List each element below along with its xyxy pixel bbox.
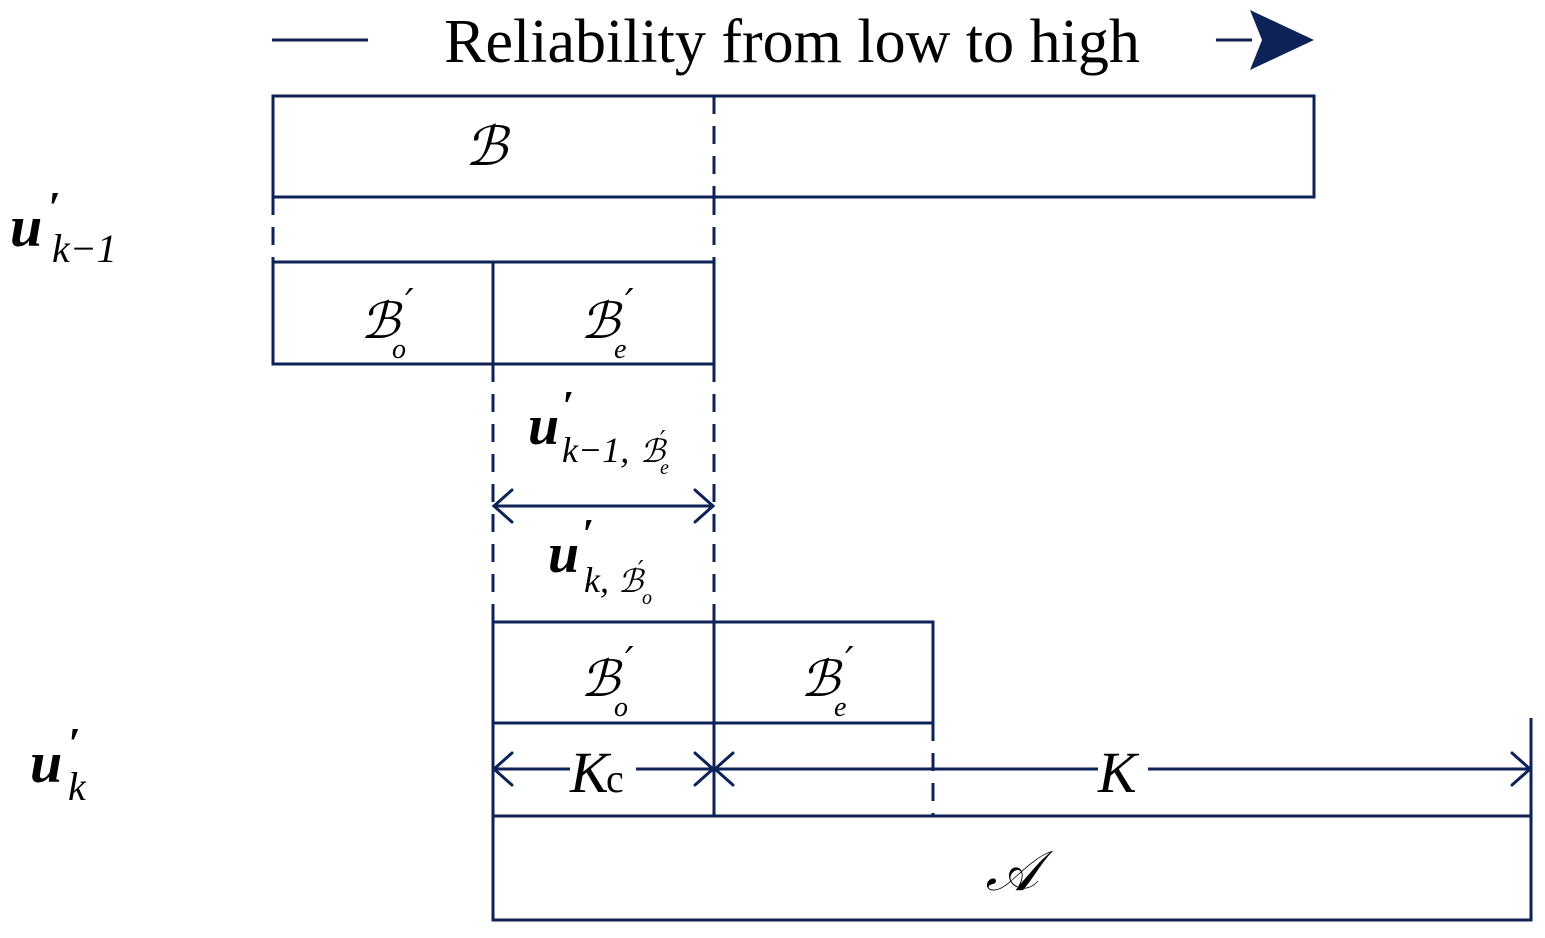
b-prime-e-lower-prime: ′ xyxy=(845,639,854,683)
b-set-label: ℬ xyxy=(465,115,511,178)
u-prev-be-subset-sub: e xyxy=(660,457,669,479)
b-prime-e-upper-prime: ′ xyxy=(625,281,634,325)
u-cur-bo-sub: k, xyxy=(584,560,609,600)
u-prev-prime: ′ xyxy=(48,183,60,232)
shared-bits-arrow-right-head xyxy=(693,488,716,524)
title-arrow-head xyxy=(1250,10,1314,70)
b-prime-upper-box: ℬ ′ o ℬ ′ e xyxy=(271,260,716,366)
kc-arrow-left-head xyxy=(491,751,514,787)
b-prime-o-lower-main: ℬ xyxy=(580,650,623,708)
u-prev-label: u ′ k−1 xyxy=(10,183,117,271)
a-set-label: 𝒜 xyxy=(986,839,1054,904)
u-cur-main: u xyxy=(30,730,62,795)
b-prime-o-upper-main: ℬ xyxy=(360,292,403,350)
u-cur-prime: ′ xyxy=(68,719,80,768)
u-cur-sub: k xyxy=(68,764,87,809)
shared-bits-arrow-left-head xyxy=(491,488,514,524)
b-box: ℬ xyxy=(271,94,1316,199)
kc-sub: c xyxy=(606,756,624,801)
k-arrow-left-head xyxy=(712,751,735,787)
u-prev-be-subset-prime: ′ xyxy=(660,426,666,454)
u-cur-bo-label: u ′ k, ℬ ′ o xyxy=(548,512,652,609)
shared-bits-arrow xyxy=(491,488,716,524)
u-cur-bo-prime: ′ xyxy=(582,512,594,558)
u-cur-bo-subset-sub: o xyxy=(642,587,652,609)
a-box-outline xyxy=(491,814,1533,922)
b-prime-e-lower-main: ℬ xyxy=(800,650,843,708)
k-main: K xyxy=(1097,740,1140,805)
u-prev-main: u xyxy=(10,194,42,259)
u-prev-sub: k−1 xyxy=(52,226,117,271)
b-prime-e-lower-sub: e xyxy=(834,692,846,723)
u-prev-be-prime: ′ xyxy=(562,384,574,430)
u-cur-bo-subset: ℬ xyxy=(618,562,646,600)
b-box-outline xyxy=(271,94,1316,199)
b-prime-o-lower-prime: ′ xyxy=(625,639,634,683)
b-prime-lower-box: ℬ ′ o ℬ ′ e xyxy=(491,620,935,725)
kc-main: K xyxy=(569,740,612,805)
b-prime-e-upper-sub: e xyxy=(614,334,626,365)
u-prev-be-main: u xyxy=(528,395,559,457)
b-prime-o-upper-prime: ′ xyxy=(405,281,414,325)
title-arrow: Reliability from low to high xyxy=(272,8,1314,76)
u-prev-be-label: u ′ k−1, ℬ ′ e xyxy=(528,384,669,479)
u-cur-label: u ′ k xyxy=(30,719,87,809)
u-cur-bo-subset-prime: ′ xyxy=(638,556,644,584)
title-text: Reliability from low to high xyxy=(444,8,1140,76)
b-prime-e-upper-main: ℬ xyxy=(580,292,623,350)
u-prev-be-sub: k−1, xyxy=(562,430,629,470)
b-prime-o-lower-sub: o xyxy=(614,692,628,723)
a-box: 𝒜 xyxy=(491,814,1533,922)
k-arrow-right-head xyxy=(1510,751,1533,787)
dimension-zone: K c K xyxy=(491,718,1533,920)
u-cur-bo-main: u xyxy=(548,523,579,585)
u-prev-be-subset: ℬ xyxy=(640,432,668,470)
b-prime-o-upper-sub: o xyxy=(392,334,406,365)
